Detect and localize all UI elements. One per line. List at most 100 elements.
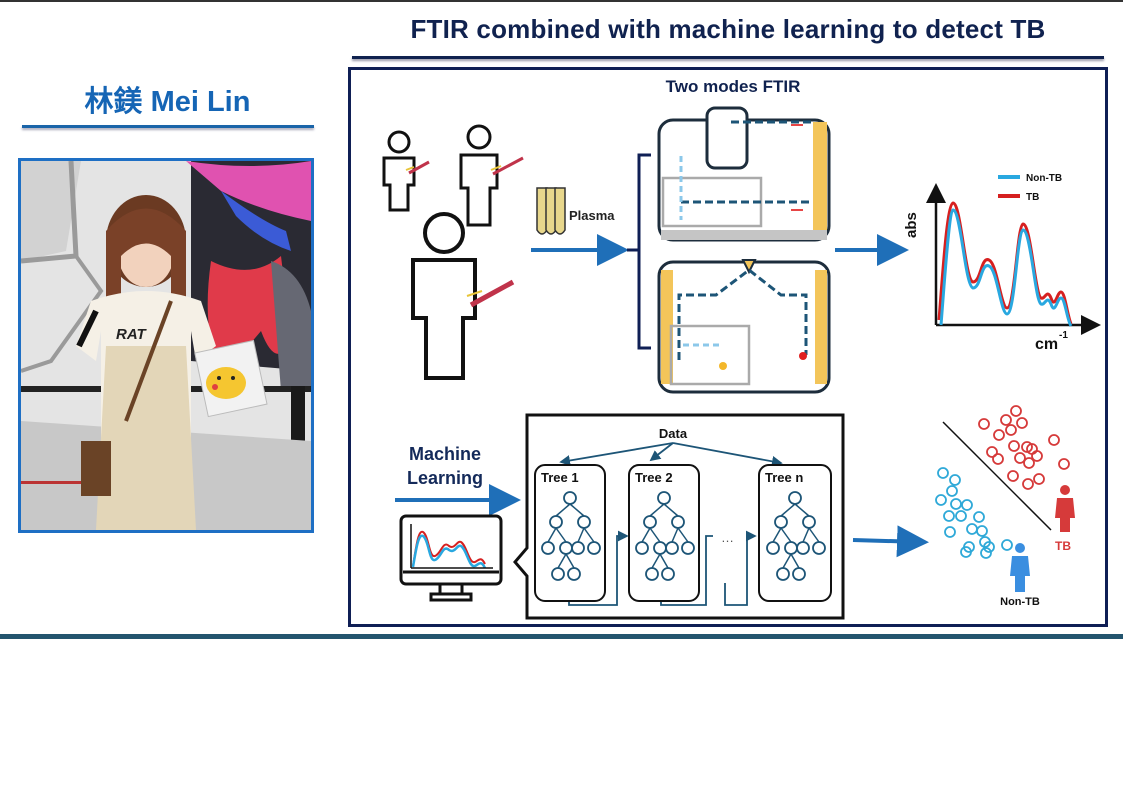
- tree-label: Tree 1: [541, 470, 579, 485]
- tb-sample-point: [1033, 473, 1045, 485]
- non-tb-sample-point: [976, 525, 988, 537]
- patient-small-2-icon: [459, 124, 524, 227]
- non-tb-sample-point: [943, 510, 955, 522]
- tree-node: [549, 515, 563, 529]
- tb-sample-point: [1058, 458, 1070, 470]
- tree-node: [766, 541, 780, 555]
- non-tb-sample-point: [983, 541, 995, 553]
- tree-node: [681, 541, 695, 555]
- decision-boundary: [942, 421, 1052, 531]
- tree-3: Tree n: [758, 464, 832, 602]
- non-tb-sample-point: [973, 511, 985, 523]
- arrow-to-classification: [852, 525, 929, 558]
- ftir-ml-diagram: Two modes FTIR Plasma: [382, 77, 1101, 620]
- photo-illustration: RAT: [21, 161, 311, 530]
- tb-sample-point: [1008, 440, 1020, 452]
- legend-label-tb: TB: [1026, 192, 1039, 203]
- name-underline: [22, 125, 314, 128]
- patient-small-1-icon: [382, 130, 430, 212]
- tb-sample-point: [1016, 417, 1028, 429]
- tree-node: [643, 515, 657, 529]
- presenter-name: 林鎂 Mei Lin: [84, 86, 251, 118]
- ftir-instrument-atr-icon: [657, 259, 831, 394]
- tree-node: [551, 567, 565, 581]
- tree-node: [774, 515, 788, 529]
- svg-text:RAT: RAT: [116, 326, 148, 343]
- tb-sample-point: [992, 453, 1004, 465]
- tree-label: Tree 2: [635, 470, 673, 485]
- non-tb-sample-point: [1001, 539, 1013, 551]
- figure-panel: Two modes FTIR Plasma: [348, 67, 1108, 627]
- tb-sample-point: [1010, 405, 1022, 417]
- non-tb-sample-point: [950, 498, 962, 510]
- tree-node: [657, 491, 671, 505]
- tb-sample-point: [1048, 434, 1060, 446]
- spectrum-x-label: cm: [1035, 336, 1058, 353]
- plasma-label: Plasma: [569, 208, 615, 223]
- tb-sample-point: [1000, 414, 1012, 426]
- tree-node: [635, 541, 649, 555]
- tb-sample-point: [993, 429, 1005, 441]
- random-forest-data-label: Data: [659, 426, 688, 441]
- monitor-icon: [399, 514, 503, 602]
- non-tb-sample-point: [946, 485, 958, 497]
- plasma-tubes-icon: [536, 187, 566, 235]
- tb-sample-point: [986, 446, 998, 458]
- tree-1: Tree 1: [534, 464, 606, 602]
- non-tb-sample-point: [960, 546, 972, 558]
- presenter-photo: RAT: [18, 158, 314, 533]
- spectrum-plot: abs cm -1 Non-TB TB: [903, 173, 1101, 353]
- non-tb-sample-point: [980, 547, 992, 559]
- spectrum-x-label-superscript: -1: [1059, 330, 1068, 341]
- tree-node: [665, 541, 679, 555]
- tree-node: [563, 491, 577, 505]
- tree-node: [559, 541, 573, 555]
- tb-sample-point: [978, 418, 990, 430]
- tree-label: Tree n: [765, 470, 803, 485]
- patient-large-icon: [411, 212, 515, 380]
- ml-label-line1: Machine: [409, 444, 481, 464]
- trees-ellipsis: …: [721, 530, 734, 545]
- tb-sample-point: [1023, 457, 1035, 469]
- tb-sample-point: [1005, 424, 1017, 436]
- tb-person-icon: [1055, 485, 1075, 532]
- legend-label-non-tb: Non-TB: [1026, 173, 1062, 184]
- spectrum-y-label: abs: [903, 212, 920, 238]
- non-tb-sample-point: [935, 494, 947, 506]
- tree-node: [541, 541, 555, 555]
- ftir-section-title: Two modes FTIR: [666, 77, 801, 96]
- tree-node: [796, 541, 810, 555]
- spectrum-non-tb-curve: [939, 208, 1073, 327]
- tree-node: [776, 567, 790, 581]
- tree-node: [802, 515, 816, 529]
- non-tb-person-icon: [1010, 543, 1030, 592]
- tb-sample-point: [1014, 452, 1026, 464]
- tree-node: [571, 541, 585, 555]
- tb-class-label: TB: [1055, 539, 1071, 553]
- tree-node: [671, 515, 685, 529]
- non-tb-sample-point: [949, 474, 961, 486]
- ml-label-line2: Learning: [407, 468, 483, 488]
- tree-2: Tree 2: [628, 464, 700, 602]
- non-tb-sample-point: [944, 526, 956, 538]
- tb-sample-point: [1022, 478, 1034, 490]
- tree-node: [577, 515, 591, 529]
- tree-node: [784, 541, 798, 555]
- tree-node: [812, 541, 826, 555]
- tree-node: [653, 541, 667, 555]
- tree-node: [788, 491, 802, 505]
- tree-node: [661, 567, 675, 581]
- tree-node: [645, 567, 659, 581]
- tb-sample-point: [1007, 470, 1019, 482]
- tree-node: [792, 567, 806, 581]
- title-underline: [352, 56, 1104, 59]
- tree-node: [567, 567, 581, 581]
- bottom-divider: [0, 634, 1123, 639]
- non-tb-sample-point: [937, 467, 949, 479]
- tree-node: [587, 541, 601, 555]
- tb-sample-point: [1031, 450, 1043, 462]
- non-tb-sample-point: [966, 523, 978, 535]
- mode-bracket: [627, 153, 651, 350]
- non-tb-class-label: Non-TB: [1000, 596, 1040, 608]
- figure-title: FTIR combined with machine learning to d…: [410, 14, 1046, 44]
